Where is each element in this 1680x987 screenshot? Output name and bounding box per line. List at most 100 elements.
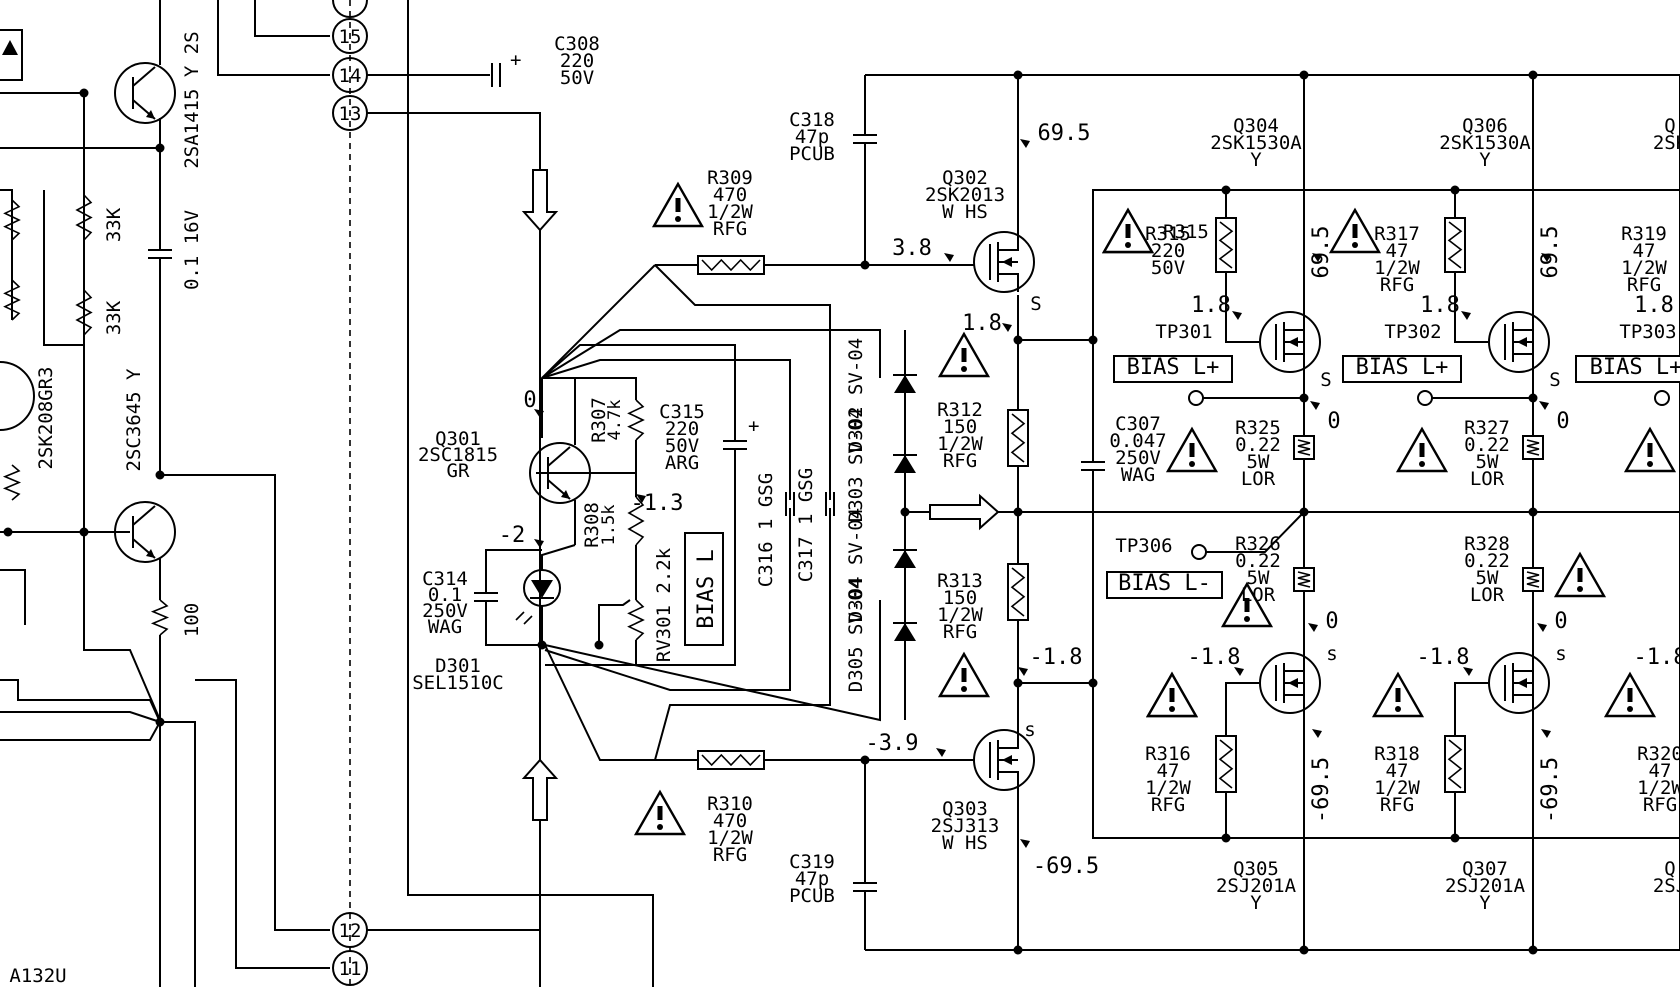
label-r317: RFG	[1380, 274, 1414, 296]
junction-dot	[1013, 945, 1023, 955]
c308-label: 50V	[560, 67, 594, 89]
q-2sc3645	[114, 501, 176, 563]
voltage-marker	[936, 748, 946, 757]
c319-label: PCUB	[789, 885, 835, 907]
q-2sa1415-collector	[132, 66, 156, 87]
voltage-0: 0	[1325, 609, 1338, 634]
connector-pin	[332, 0, 368, 18]
warning-icon-dot	[961, 366, 967, 372]
voltage-0: 0	[1556, 409, 1569, 434]
warning-icon-dot	[1577, 586, 1583, 592]
label-r317: R317	[1374, 223, 1420, 245]
tp306-label: TP306	[1115, 535, 1172, 557]
c318-label: C318	[789, 109, 835, 131]
q-2sa1415	[114, 62, 176, 124]
diode-d303	[894, 455, 916, 473]
junction-dot	[79, 88, 89, 98]
mosfet-q307	[1488, 652, 1550, 714]
voltage-marker	[1537, 623, 1547, 632]
voltage-695: 69.5	[1038, 121, 1091, 146]
junction-dot	[155, 717, 165, 727]
label-r325: 0.22	[1235, 434, 1281, 456]
wire	[160, 721, 196, 987]
resistor-r313-zigzag	[1010, 567, 1026, 617]
voltage-695: 69.5	[1309, 226, 1334, 279]
label-q307: Y	[1479, 892, 1491, 914]
label-r315: 50V	[1151, 257, 1185, 279]
label-r317: 1/2W	[1374, 257, 1420, 279]
r309-label: RFG	[713, 218, 747, 240]
connector-pin	[332, 18, 368, 54]
label-r328: LOR	[1470, 584, 1505, 606]
mosfet-q307-drain	[1513, 653, 1534, 672]
wire	[217, 0, 330, 76]
wire	[160, 474, 330, 931]
r309-label: 470	[713, 184, 747, 206]
q-2sa1415-arrow	[146, 110, 155, 119]
d302-label: D302 SV-04	[845, 338, 867, 452]
r313-label: RFG	[943, 621, 977, 643]
voltage-marker	[534, 539, 544, 548]
c318-label: 47p	[795, 126, 829, 148]
test-point	[1188, 390, 1204, 406]
r319-label: 47	[1633, 240, 1656, 262]
voltage-m695: -69.5	[1309, 757, 1334, 823]
label-q307: 2SJ201A	[1445, 875, 1526, 897]
pin-s: S	[1320, 369, 1331, 391]
label-r326: 5W	[1247, 567, 1270, 589]
bias-lplus-box	[1342, 355, 1462, 383]
label-r318: 47	[1386, 760, 1409, 782]
connector-pin	[332, 95, 368, 131]
voltage-18: 1.8	[962, 311, 1002, 336]
q308-partial-label: Q	[1664, 115, 1675, 137]
wire	[0, 711, 161, 723]
wire	[1454, 682, 1488, 730]
r33k-label-1: 33K	[103, 207, 125, 242]
c316-label: C316 1 GSG	[755, 473, 777, 587]
wire	[367, 112, 541, 987]
c314-label: 0.1	[428, 584, 462, 606]
wire	[654, 264, 831, 500]
wire	[654, 508, 831, 761]
voltage-marker	[1018, 667, 1028, 676]
label-r315: 220	[1151, 240, 1185, 262]
ic-label: A132U	[9, 965, 66, 987]
q301-transistor-arrow	[561, 490, 570, 499]
mosfet-q307-source	[1513, 694, 1534, 713]
voltage-marker	[1310, 401, 1320, 410]
r320-label: 1/2W	[1637, 777, 1680, 799]
label-r328: 5W	[1476, 567, 1499, 589]
c317-label: C317 1 GSG	[795, 468, 817, 582]
label-r328: R328	[1464, 533, 1510, 555]
mosfet-q305-drain	[1284, 653, 1305, 672]
r310-label: R310	[707, 793, 753, 815]
label-r327: 5W	[1476, 451, 1499, 473]
signal-arrow-right	[929, 493, 1000, 531]
voltage-marker	[944, 253, 954, 262]
label-r326: R326	[1235, 533, 1281, 555]
wire	[407, 0, 654, 987]
resistor-r325-zigzag	[1297, 439, 1311, 456]
r307-label: R307	[588, 397, 610, 443]
label-r316: RFG	[1151, 794, 1185, 816]
connector-pin	[332, 57, 368, 93]
bias-lplus-box-3	[1575, 355, 1680, 383]
resistor-r326-zigzag	[1297, 571, 1311, 588]
junction-dot	[155, 143, 165, 153]
r312-label: RFG	[943, 450, 977, 472]
d301-label: SEL1510C	[412, 672, 504, 694]
wire	[43, 190, 84, 346]
resistor-r310	[697, 750, 765, 770]
q301-label: Q301	[435, 428, 481, 450]
wire	[1454, 278, 1488, 343]
voltage-18: 1.8	[1191, 293, 1231, 318]
voltage-0: 0	[1554, 609, 1567, 634]
c-01-16v-label: 0.1 16V	[181, 210, 203, 290]
connector-pin-label: 15	[339, 26, 362, 48]
warning-icon-dot	[1395, 706, 1401, 712]
q303-pin-s: s	[1024, 719, 1035, 741]
junction-dot	[1299, 70, 1309, 80]
label-q306: Y	[1479, 149, 1491, 171]
r307-value: 4.7k	[605, 400, 625, 441]
wire	[485, 549, 542, 592]
